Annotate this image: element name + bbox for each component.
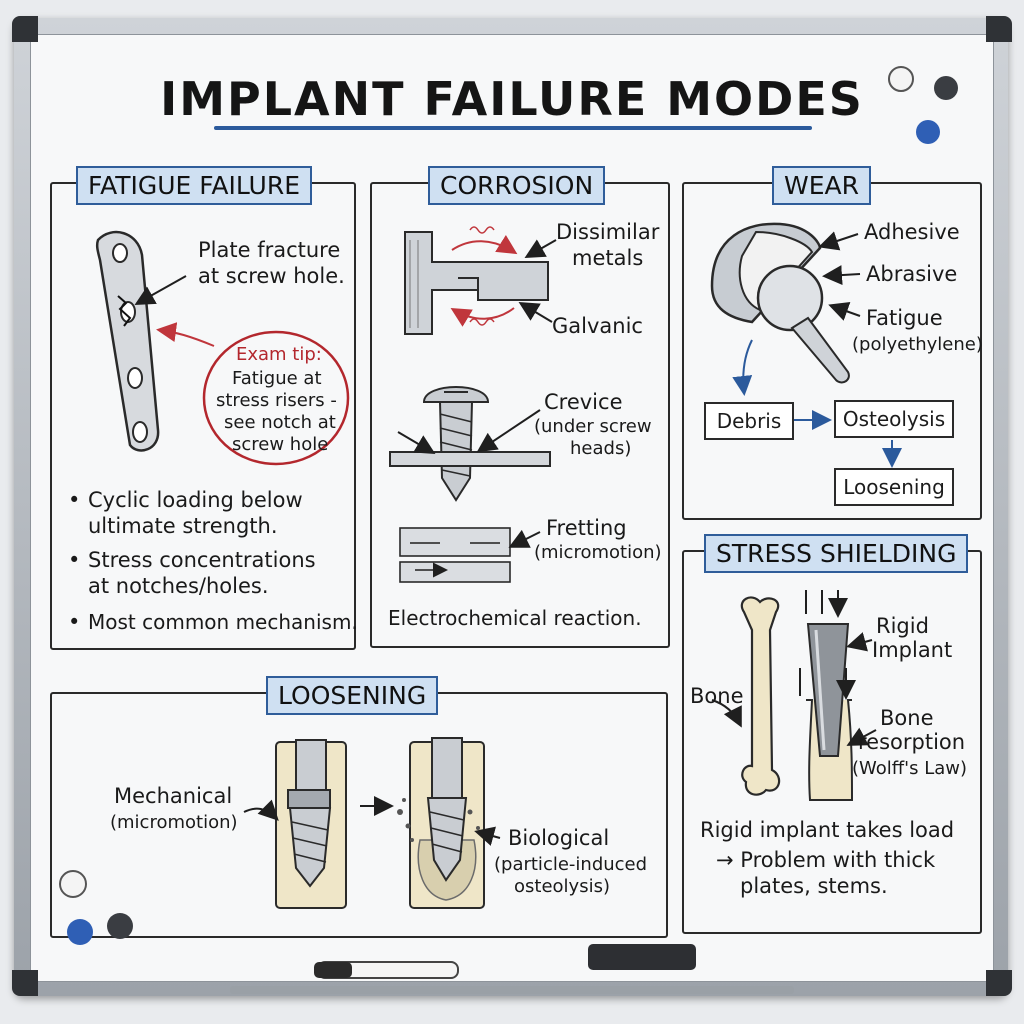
mechanical-sub: (micromotion) bbox=[110, 812, 238, 833]
stress-shielding-heading: STRESS SHIELDING bbox=[704, 534, 969, 573]
exam-tip-line: stress risers - bbox=[216, 390, 337, 411]
flow-box-debris: Debris bbox=[704, 402, 794, 440]
frame-corner bbox=[12, 970, 38, 996]
fretting-drawing bbox=[399, 527, 541, 582]
corrosion-heading: CORROSION bbox=[428, 166, 606, 205]
wear-type-label: Abrasive bbox=[866, 262, 958, 286]
fatigue-bullet: Most common mechanism. bbox=[88, 610, 358, 634]
corrosion-footer: Electrochemical reaction. bbox=[388, 606, 642, 630]
biological-loosening-drawing bbox=[397, 737, 501, 909]
crevice-screw-drawing bbox=[389, 386, 551, 502]
wear-heading: WEAR bbox=[772, 166, 871, 205]
fatigue-bullet: Cyclic loading below bbox=[88, 488, 303, 512]
resorption-label: Bone bbox=[880, 706, 934, 730]
exam-tip-line: Fatigue at bbox=[232, 368, 322, 389]
rigid-implant-label: Rigid bbox=[876, 614, 929, 638]
hip-implant-drawing bbox=[710, 222, 902, 468]
loosening-heading: LOOSENING bbox=[266, 676, 439, 715]
stress-summary-2: → Problem with thick bbox=[716, 848, 936, 872]
marker-tray bbox=[230, 986, 794, 994]
resorption-label-2: resorption bbox=[858, 730, 966, 754]
crevice-sub-2: heads) bbox=[570, 438, 632, 459]
wear-type-label: Fatigue bbox=[866, 306, 943, 330]
femur-bone-drawing bbox=[711, 596, 781, 796]
magnets-top bbox=[888, 66, 958, 144]
exam-tip-title: Exam tip: bbox=[236, 344, 322, 365]
bullet-dot: • bbox=[68, 488, 81, 512]
crevice-label: Crevice bbox=[544, 390, 623, 414]
flow-box-osteolysis: Osteolysis bbox=[834, 400, 954, 438]
fatigue-bullet: at notches/holes. bbox=[88, 574, 269, 598]
frame-corner bbox=[986, 970, 1012, 996]
rigid-implant-drawing bbox=[799, 590, 877, 801]
fretting-label: Fretting bbox=[546, 516, 627, 540]
bullet-dot: • bbox=[68, 610, 81, 634]
page-title: IMPLANT FAILURE MODES bbox=[160, 72, 864, 126]
fatigue-heading: FATIGUE FAILURE bbox=[76, 166, 313, 205]
exam-tip-circle bbox=[202, 330, 350, 466]
biological-sub-2: osteolysis) bbox=[514, 876, 610, 897]
magnets-bottom bbox=[59, 870, 133, 945]
plate-fracture-label: Plate fracture bbox=[198, 238, 341, 262]
dissimilar-label-2: metals bbox=[572, 246, 644, 270]
stress-summary: Rigid implant takes load bbox=[700, 818, 955, 842]
fatigue-bullet: Stress concentrations bbox=[88, 548, 316, 572]
resorption-label-3: (Wolff's Law) bbox=[852, 758, 968, 779]
wear-type-label: Adhesive bbox=[864, 220, 960, 244]
frame-corner bbox=[986, 16, 1012, 42]
flow-box-loosening: Loosening bbox=[834, 468, 954, 506]
mechanical-label: Mechanical bbox=[114, 784, 233, 808]
biological-sub: (particle-induced bbox=[494, 854, 648, 875]
rigid-implant-label-2: Implant bbox=[872, 638, 953, 662]
frame-corner bbox=[12, 16, 38, 42]
marker-pen bbox=[314, 961, 459, 979]
fracture-plate-drawing bbox=[95, 230, 215, 452]
biological-label: Biological bbox=[508, 826, 610, 850]
dissimilar-label: Dissimilar bbox=[556, 220, 660, 244]
eraser bbox=[588, 944, 696, 970]
title-underline bbox=[214, 126, 812, 130]
wear-fatigue-sub: (polyethylene) bbox=[852, 334, 983, 355]
bullet-dot: • bbox=[68, 548, 81, 572]
exam-tip-line: screw hole bbox=[232, 434, 329, 455]
crevice-sub: (under screw bbox=[534, 416, 652, 437]
galvanic-label: Galvanic bbox=[552, 314, 643, 338]
exam-tip-line: see notch at bbox=[224, 412, 336, 433]
plate-fracture-label-2: at screw hole. bbox=[198, 264, 345, 288]
dissimilar-metals-drawing bbox=[404, 226, 557, 335]
fretting-sub: (micromotion) bbox=[534, 542, 662, 563]
fatigue-bullet: ultimate strength. bbox=[88, 514, 278, 538]
bone-label: Bone bbox=[690, 684, 744, 708]
stress-summary-3: plates, stems. bbox=[740, 874, 888, 898]
mechanical-loosening-drawing bbox=[243, 739, 394, 909]
